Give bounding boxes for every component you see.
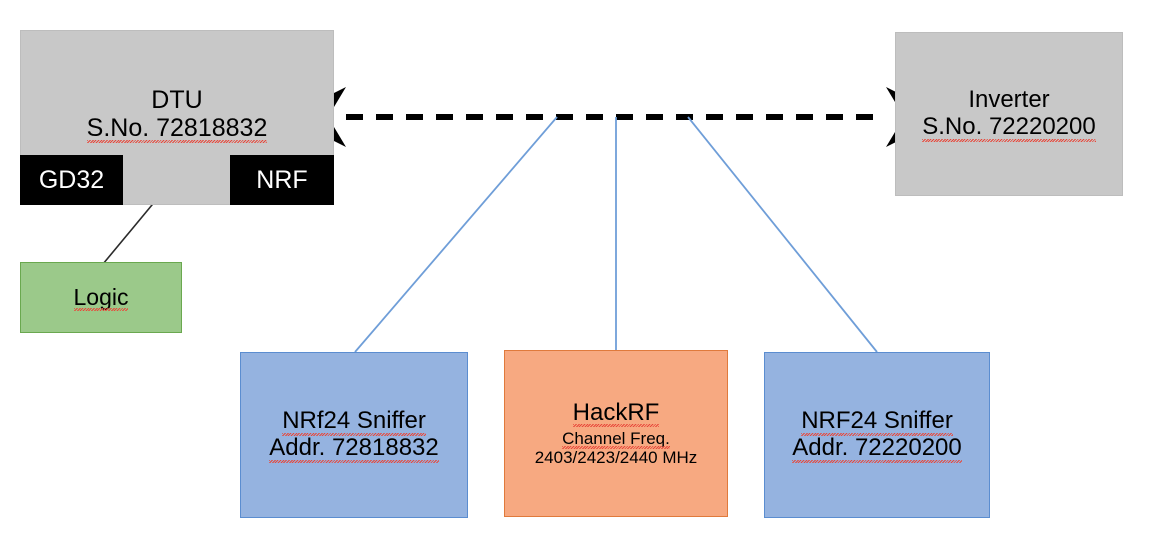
hackrf-frequencies: 2403/2423/2440 MHz bbox=[534, 448, 698, 468]
dtu-label: DTU bbox=[151, 86, 203, 114]
sniffer-right-tap-line bbox=[687, 116, 878, 353]
gd32-label: GD32 bbox=[38, 166, 105, 194]
inverter-node[interactable]: Inverter S.No. 72220200 bbox=[895, 32, 1123, 196]
sniffer-left-tap-line bbox=[354, 116, 558, 353]
hackrf-label-text: HackRF bbox=[572, 398, 660, 428]
sniffer-right-address: Addr. 72220200 bbox=[792, 434, 962, 463]
sniffer-left-node[interactable]: NRf24 Sniffer Addr. 72818832 bbox=[240, 352, 468, 518]
inverter-serial-text: S.No. 72220200 bbox=[922, 113, 1097, 142]
logic-analyzer-node[interactable]: Logic bbox=[20, 262, 182, 333]
inverter-serial: S.No. 72220200 bbox=[922, 113, 1097, 142]
sniffer-left-address: Addr. 72818832 bbox=[269, 434, 439, 463]
dtu-serial: S.No. 72818832 bbox=[86, 114, 268, 143]
sniffer-left-address-text: Addr. 72818832 bbox=[269, 434, 439, 463]
sniffer-right-node[interactable]: NRF24 Sniffer Addr. 72220200 bbox=[764, 352, 990, 518]
sniffer-left-label: NRf24 Sniffer bbox=[282, 407, 426, 436]
logic-label-text: Logic bbox=[73, 283, 129, 312]
gd32-chip-node[interactable]: GD32 bbox=[20, 155, 123, 205]
hackrf-sub-label-text: Channel Freq. bbox=[562, 429, 670, 450]
sniffer-right-label: NRF24 Sniffer bbox=[801, 407, 953, 436]
dtu-serial-text: S.No. 72818832 bbox=[86, 114, 268, 143]
logic-label: Logic bbox=[73, 283, 129, 312]
hackrf-label: HackRF bbox=[572, 398, 660, 428]
sniffer-right-label-text: NRF24 Sniffer bbox=[801, 407, 953, 436]
sniffer-right-address-text: Addr. 72220200 bbox=[792, 434, 962, 463]
hackrf-sub-label: Channel Freq. bbox=[562, 429, 670, 450]
nrf-chip-node[interactable]: NRF bbox=[230, 155, 334, 205]
sniffer-left-label-text: NRf24 Sniffer bbox=[282, 407, 426, 436]
hackrf-node[interactable]: HackRF Channel Freq. 2403/2423/2440 MHz bbox=[504, 350, 728, 517]
nrf-label: NRF bbox=[256, 166, 308, 194]
inverter-label: Inverter bbox=[968, 86, 1050, 114]
